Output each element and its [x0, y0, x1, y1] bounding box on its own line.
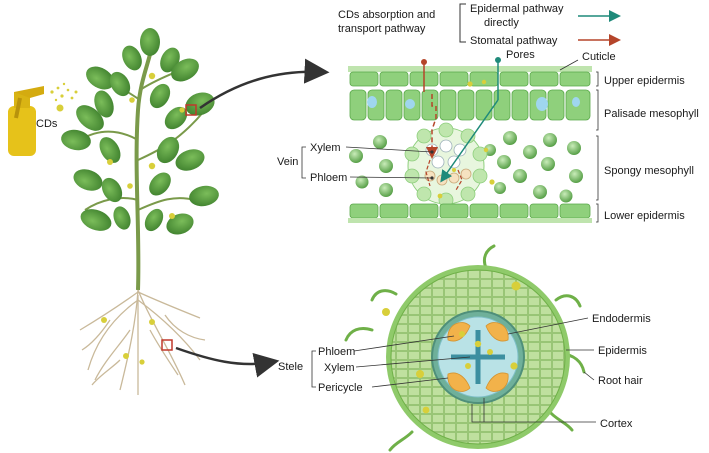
leaf-labels: Pores Cuticle Upper epidermis Palisade m… — [277, 49, 699, 223]
stomatal-pathway-arrow — [426, 94, 438, 159]
upper-epidermis-cells — [349, 71, 591, 87]
xylem-cells — [425, 139, 467, 169]
legend-epidermal-line2: directly — [484, 17, 519, 29]
leaf-cds — [437, 79, 495, 199]
root-pericycle-label: Pericycle — [318, 382, 363, 394]
leaf-highlight-box — [185, 104, 197, 116]
spongy-cells — [349, 131, 583, 203]
plant-stem — [134, 44, 154, 291]
root-cross-section — [344, 244, 586, 452]
spray-mist — [50, 82, 78, 112]
pathway-legend: CDs absorption and transport pathway Epi… — [338, 3, 621, 47]
root-cds — [101, 317, 155, 365]
leaf-spongy-label: Spongy mesophyll — [604, 165, 694, 177]
leaf-palisade-label: Palisade mesophyll — [604, 108, 699, 120]
leaf-phloem-label: Phloem — [310, 172, 347, 184]
leaf-zoom-arrow — [199, 58, 330, 110]
spray-label: CDs — [36, 118, 58, 130]
root-hair-label: Root hair — [598, 375, 643, 387]
stomatal-entry-dot — [421, 59, 427, 65]
cuticle-layer — [348, 66, 592, 72]
lower-cuticle-layer — [348, 218, 592, 223]
epidermal-pathway-arrow — [440, 99, 499, 183]
leaf-pores-label: Pores — [506, 49, 535, 61]
bottle-body — [8, 106, 36, 156]
vein-bundle — [404, 122, 488, 208]
root-xylem-cross — [451, 330, 505, 384]
root-stele-label: Stele — [278, 361, 303, 373]
legend-title-line1: CDs absorption and — [338, 9, 435, 21]
root-epidermis-label: Epidermis — [598, 345, 647, 357]
root-section-cds — [382, 281, 521, 414]
plant-roots — [79, 289, 206, 395]
lower-epidermis-cells — [349, 203, 591, 219]
legend-epidermal-line1: Epidermal pathway — [470, 3, 564, 15]
root-endodermis-label: Endodermis — [592, 313, 651, 325]
legend-stomatal: Stomatal pathway — [470, 35, 558, 47]
root-xylem-label: Xylem — [324, 362, 355, 374]
root-highlight-box — [161, 339, 173, 351]
root-labels: Stele Phloem Xylem Pericycle Endodermis … — [278, 313, 651, 430]
spray-bottle — [8, 86, 44, 156]
palisade-vacuoles — [367, 96, 580, 111]
leaf-lower-epidermis-label: Lower epidermis — [604, 210, 685, 222]
root-cortex-label: Cortex — [600, 418, 633, 430]
plant-cds — [107, 72, 185, 219]
plant-shoot — [61, 28, 219, 291]
leaf-vein-label: Vein — [277, 156, 298, 168]
palisade-cells — [349, 89, 591, 121]
leaf-cross-section — [348, 57, 592, 223]
epidermal-entry-dot — [495, 57, 501, 63]
legend-title-line2: transport pathway — [338, 23, 426, 35]
bottle-trigger — [14, 97, 22, 119]
bottle-nozzle — [14, 86, 44, 98]
legend-bracket — [459, 3, 466, 43]
plant-leaves — [61, 28, 219, 235]
root-phloem-label: Phloem — [318, 346, 355, 358]
root-zoom-arrow — [175, 346, 280, 378]
leaf-upper-epidermis-label: Upper epidermis — [604, 75, 685, 87]
leaf-cuticle-label: Cuticle — [582, 51, 616, 63]
leaf-xylem-label: Xylem — [310, 142, 341, 154]
